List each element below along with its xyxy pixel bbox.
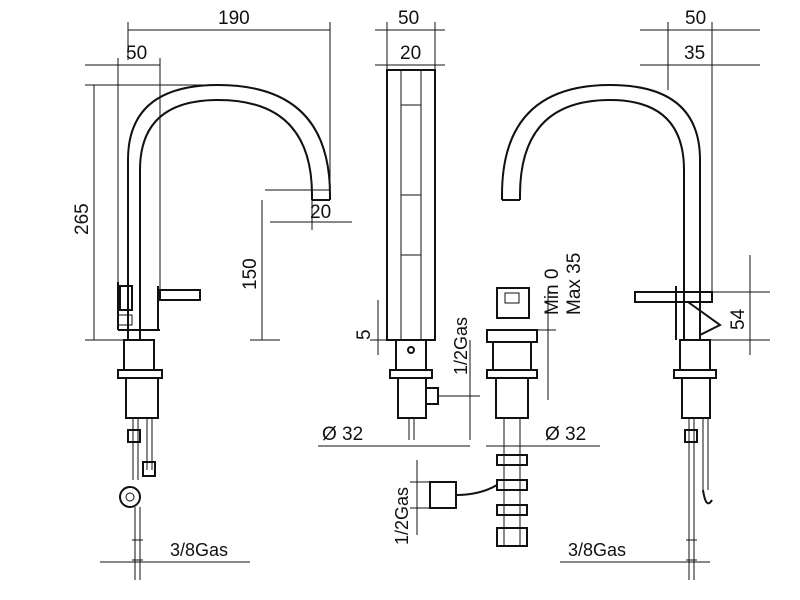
right-side-view: [501, 83, 722, 580]
dim-spout-end: 20: [310, 202, 331, 223]
dim-spout-height: 150: [240, 258, 261, 290]
center-bottom-supply-label: 1/2Gas: [392, 487, 412, 545]
dim-total-height: 265: [72, 203, 93, 235]
dim-right-inner: 35: [684, 43, 705, 64]
dim-front-width: 50: [398, 8, 419, 29]
right-dimensions: 50 35 54 3/8Gas: [560, 8, 770, 563]
front-view: [386, 69, 439, 440]
dim-front-inner: 20: [400, 43, 421, 64]
center-top-supply-label: 1/2Gas: [451, 317, 471, 375]
adjust-min-label: Min 0: [542, 269, 563, 315]
left-dimensions: 190 50 265 150 20 3/8Gas: [72, 8, 352, 563]
dim-lever-height: 54: [728, 308, 749, 330]
dim-right-width: 50: [685, 8, 706, 29]
dim-overall-reach: 190: [218, 8, 250, 29]
left-side-view: [117, 83, 331, 580]
center-detail: Min 0 Max 35 Ø 32 1/2Gas: [392, 253, 600, 547]
dim-base-width-left: 50: [126, 43, 147, 64]
left-supply-label: 3/8Gas: [170, 540, 228, 560]
adjust-max-label: Max 35: [564, 253, 585, 315]
dim-front-offset: 5: [354, 329, 375, 340]
right-supply-label: 3/8Gas: [568, 540, 626, 560]
dim-hole-left: Ø 32: [322, 424, 363, 445]
front-dimensions: 50 20 5 1/2Gas Ø 32: [318, 8, 480, 447]
dim-hole-right: Ø 32: [545, 424, 586, 445]
